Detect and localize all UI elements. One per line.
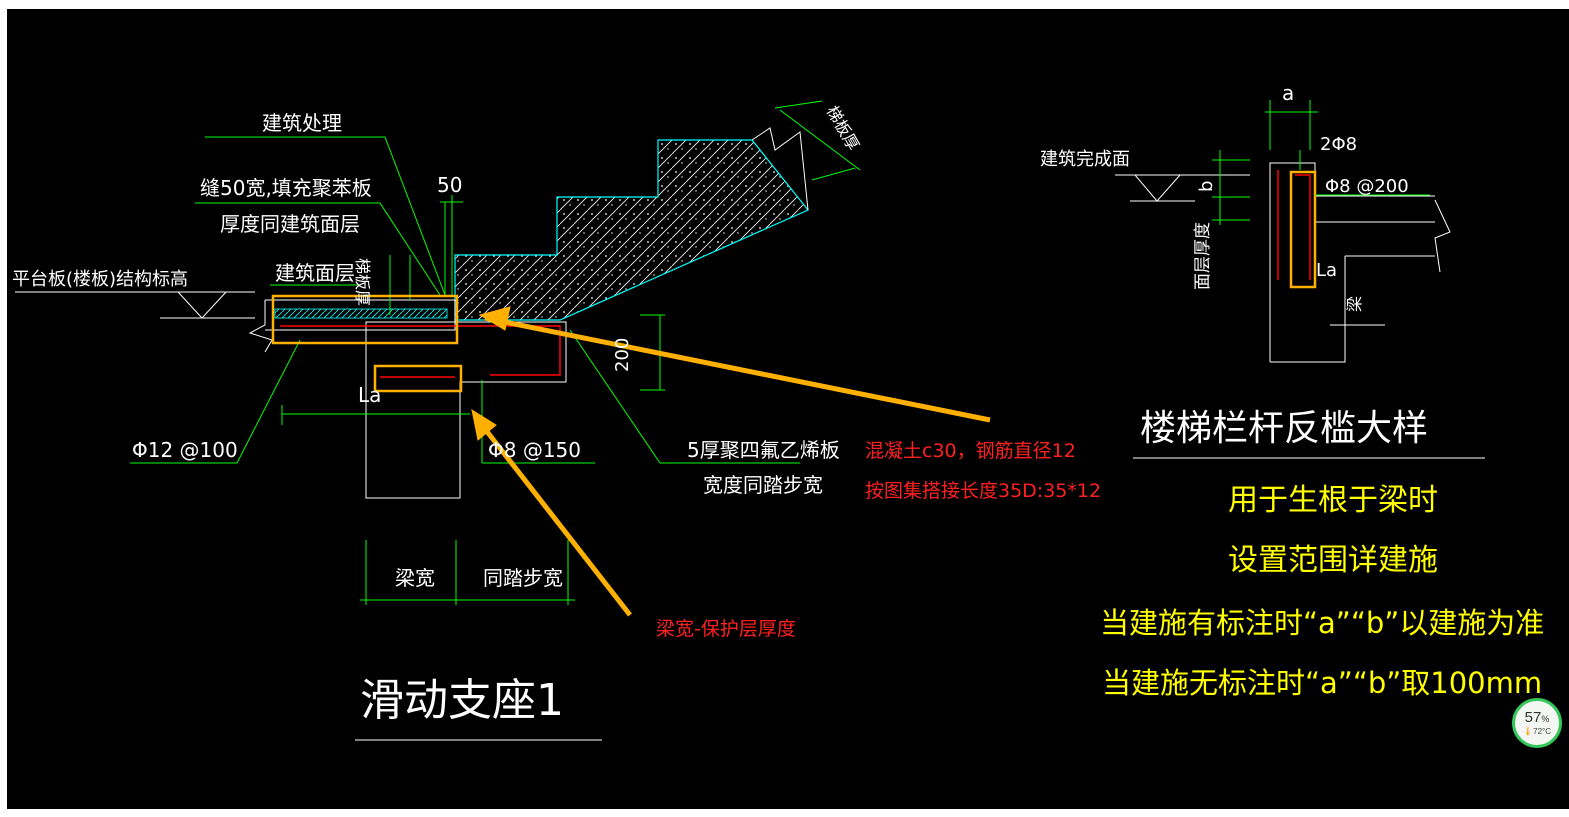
label-finish-thickness: 面层厚度	[1193, 222, 1213, 290]
cpu-percent: 57%	[1524, 708, 1550, 726]
concrete-note-line1: 混凝土c30，钢筋直径12	[865, 440, 1076, 462]
label-dim-200: 200	[612, 338, 633, 372]
cpu-status-badge[interactable]: 57% 🌡72°C	[1512, 698, 1562, 748]
slab-highlight-box	[271, 294, 459, 345]
label-tread-width: 同踏步宽	[483, 566, 563, 590]
la-highlight-box	[373, 364, 463, 393]
beam-outline	[365, 321, 567, 499]
label-arch-complete: 建筑完成面	[1040, 149, 1130, 170]
label-a: a	[1282, 81, 1294, 105]
left-detail-title: 滑动支座1	[360, 675, 564, 726]
concrete-note-line2: 按图集搭接长度35D:35*12	[865, 480, 1101, 502]
drawing-area	[7, 9, 1569, 809]
note-line-2: 设置范围详建施	[1228, 543, 1438, 578]
label-dim-50: 50	[437, 173, 462, 197]
label-ptfe-line2: 宽度同踏步宽	[703, 473, 823, 497]
sliding-support-detail: 建筑处理 缝50宽,填充聚苯板 厚度同建筑面层 50 平台板(楼板)结构标高 建…	[12, 100, 991, 741]
note-line-3: 当建施有标注时“a”“b”以建施为准	[1100, 606, 1544, 640]
label-2phi8: 2Φ8	[1320, 134, 1357, 155]
curb-rebar	[1277, 170, 1311, 280]
label-arch-finish: 建筑面层	[275, 261, 355, 285]
label-gap-line1: 缝50宽,填充聚苯板	[200, 176, 372, 200]
railing-curb-detail: a b 建筑完成面 2Φ8 Φ8 @200 面层厚度 La 梁 楼梯栏杆反槛大样…	[1040, 81, 1544, 700]
finish-layer-hatch	[274, 308, 448, 319]
curb-highlight-box	[1289, 170, 1317, 289]
label-ptfe-line1: 5厚聚四氟乙烯板	[687, 438, 840, 462]
slab-rebar	[280, 325, 561, 376]
label-platform-elev: 平台板(楼板)结构标高	[12, 269, 188, 290]
label-rebar-12: Φ12 @100	[132, 438, 238, 462]
right-detail-title: 楼梯栏杆反槛大样	[1140, 408, 1428, 449]
note-line-1: 用于生根于梁时	[1228, 483, 1438, 518]
note-line-4: 当建施无标注时“a”“b”取100mm	[1102, 666, 1542, 700]
label-b: b	[1196, 181, 1217, 192]
annotation-arrows	[471, 306, 991, 617]
label-rebar-8: Φ8 @150	[488, 438, 581, 462]
label-la-right: La	[1316, 260, 1337, 281]
thermometer-icon: 🌡	[1522, 726, 1534, 736]
label-phi8-200: Φ8 @200	[1325, 176, 1409, 197]
label-la-left: La	[358, 383, 381, 407]
label-slab-thickness: 梯板厚	[353, 258, 372, 306]
cpu-temperature: 🌡72°C	[1522, 726, 1552, 736]
label-beam: 梁	[1345, 296, 1364, 312]
label-arch-treatment: 建筑处理	[262, 111, 342, 135]
beam-cover-note: 梁宽-保护层厚度	[656, 618, 796, 640]
label-beam-width: 梁宽	[395, 566, 435, 590]
label-gap-line2: 厚度同建筑面层	[220, 212, 360, 236]
